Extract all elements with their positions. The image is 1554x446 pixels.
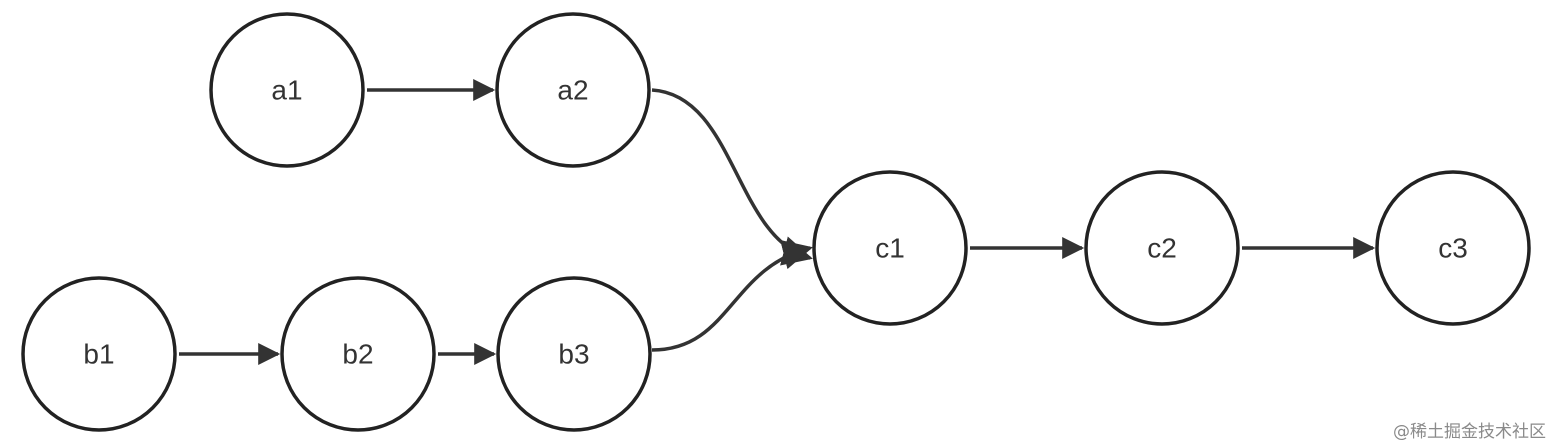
node-label-a2: a2 <box>557 75 588 106</box>
node-circle-a1 <box>209 12 365 168</box>
node-circle-c1 <box>812 170 968 326</box>
edge-a2-to-c1 <box>651 88 813 266</box>
node-c1: c1 <box>812 170 968 326</box>
node-b2: b2 <box>280 276 436 432</box>
node-label-c2: c2 <box>1147 233 1177 264</box>
edge-b3-to-c1 <box>651 240 813 352</box>
node-label-b1: b1 <box>83 339 114 370</box>
node-label-c3: c3 <box>1438 233 1468 264</box>
node-a1: a1 <box>209 12 365 168</box>
edges-layer <box>179 79 1376 365</box>
node-circle-c2 <box>1084 170 1240 326</box>
node-label-c1: c1 <box>875 233 905 264</box>
node-label-a1: a1 <box>271 75 302 106</box>
node-circle-b3 <box>496 276 652 432</box>
node-c2: c2 <box>1084 170 1240 326</box>
node-circle-b2 <box>280 276 436 432</box>
node-b1: b1 <box>21 276 177 432</box>
node-label-b2: b2 <box>342 339 373 370</box>
node-b3: b3 <box>496 276 652 432</box>
node-a2: a2 <box>495 12 651 168</box>
node-c3: c3 <box>1375 170 1531 326</box>
node-circle-c3 <box>1375 170 1531 326</box>
node-circle-b1 <box>21 276 177 432</box>
nodes-layer: a1 a2 b1 b2 b3 c1 c2 c3 <box>21 12 1531 432</box>
node-circle-a2 <box>495 12 651 168</box>
node-label-b3: b3 <box>558 339 589 370</box>
watermark-text: @稀土掘金技术社区 <box>1393 422 1546 442</box>
